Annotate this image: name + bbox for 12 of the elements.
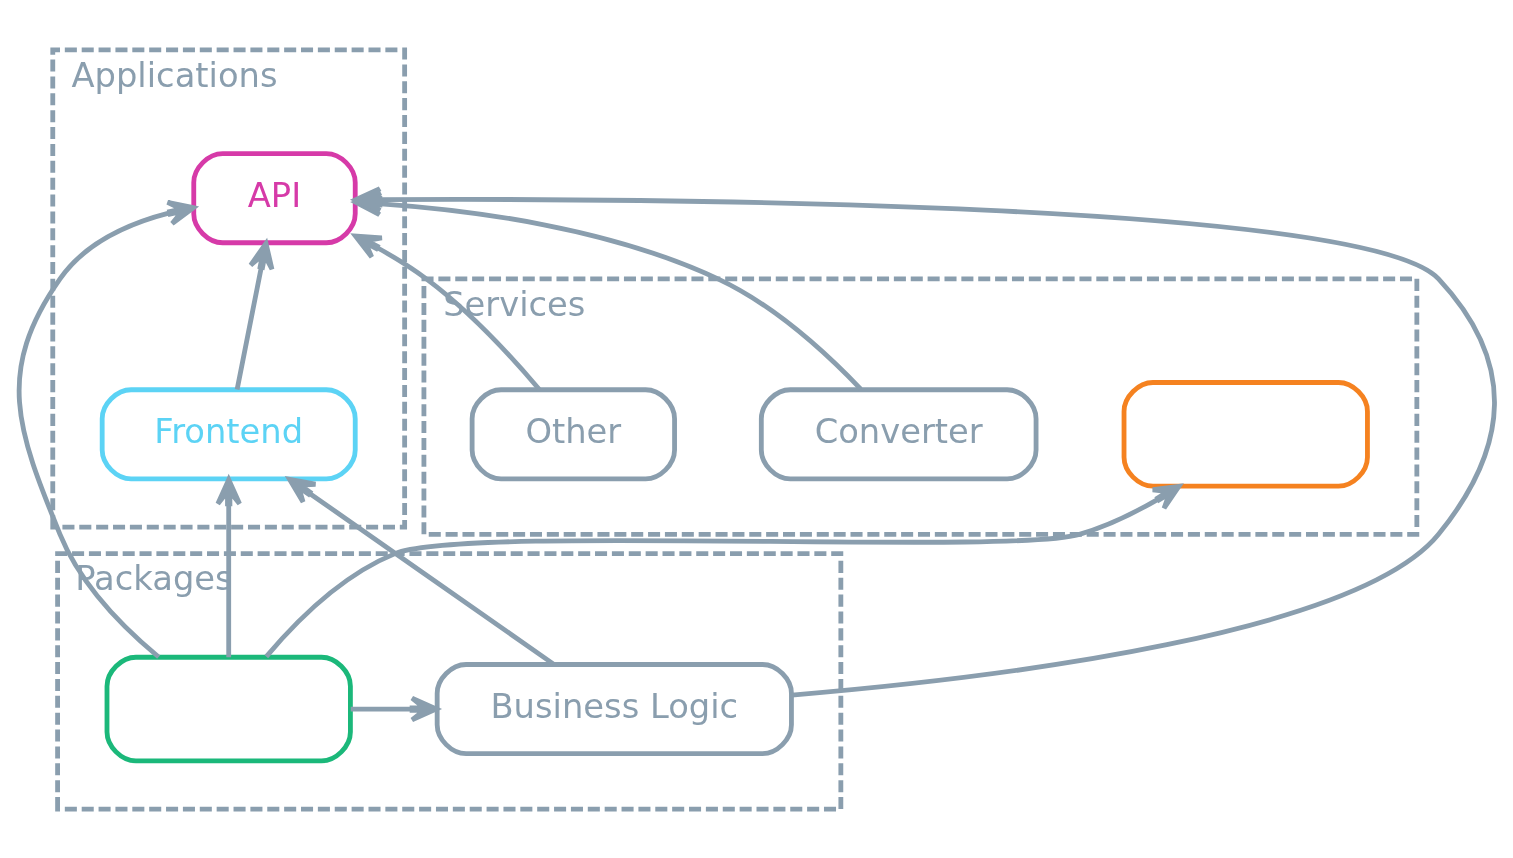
node-box: Business Logic: [434, 661, 794, 756]
arrow: [234, 240, 275, 390]
node-box: [1121, 379, 1370, 489]
node-box: [104, 654, 353, 763]
arrow: [264, 483, 1182, 658]
arrow: [16, 199, 196, 659]
node-box: Converter: [758, 386, 1039, 481]
node-box: Frontend: [99, 386, 358, 481]
node-box: API: [191, 150, 358, 245]
node-box: Other: [469, 386, 677, 481]
arrow: [350, 695, 439, 722]
arrow: [215, 476, 242, 657]
